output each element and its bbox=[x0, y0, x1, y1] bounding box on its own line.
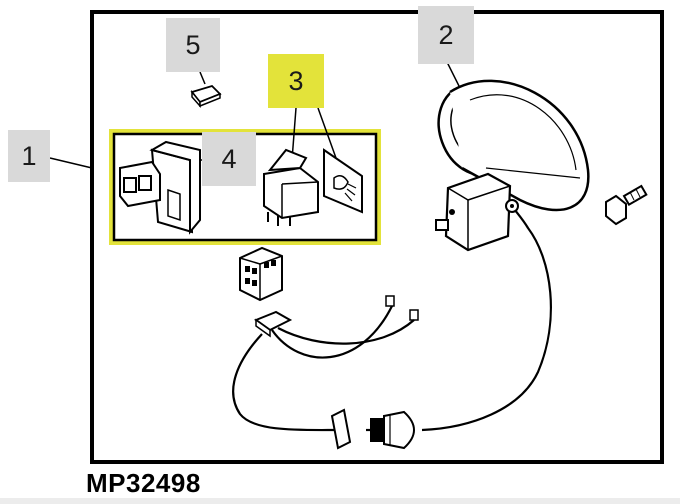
leader-line-5 bbox=[199, 71, 206, 85]
leader-line-1 bbox=[49, 157, 93, 169]
wire-harness bbox=[232, 205, 552, 432]
leader-line-3b bbox=[317, 107, 337, 159]
bolt-part bbox=[605, 184, 648, 226]
callout-5: 5 bbox=[166, 18, 220, 72]
callout-1: 1 bbox=[8, 130, 50, 182]
callout-3: 3 bbox=[268, 54, 324, 108]
leader-line-2 bbox=[445, 59, 461, 89]
callout-2-label: 2 bbox=[438, 19, 454, 50]
inline-connector bbox=[330, 408, 415, 450]
bottom-strip bbox=[0, 498, 680, 504]
part-number: MP32498 bbox=[86, 468, 201, 498]
callout-4: 4 bbox=[202, 132, 256, 186]
rocker-switch-part bbox=[263, 148, 319, 226]
callout-4-label: 4 bbox=[221, 143, 237, 174]
switch-bezel-part bbox=[119, 140, 201, 235]
callout-3-label: 3 bbox=[288, 65, 304, 96]
harness-connector bbox=[253, 310, 293, 338]
lamp-assembly-part bbox=[435, 79, 590, 252]
leader-line-3 bbox=[291, 107, 297, 161]
callout-5-label: 5 bbox=[185, 29, 201, 60]
relay-block-part bbox=[239, 246, 283, 302]
callout-2: 2 bbox=[418, 6, 474, 64]
callout-1-label: 1 bbox=[21, 140, 37, 171]
lamp-symbol-tile bbox=[323, 148, 363, 214]
kit-frame bbox=[90, 10, 664, 464]
clip-part bbox=[190, 84, 222, 108]
